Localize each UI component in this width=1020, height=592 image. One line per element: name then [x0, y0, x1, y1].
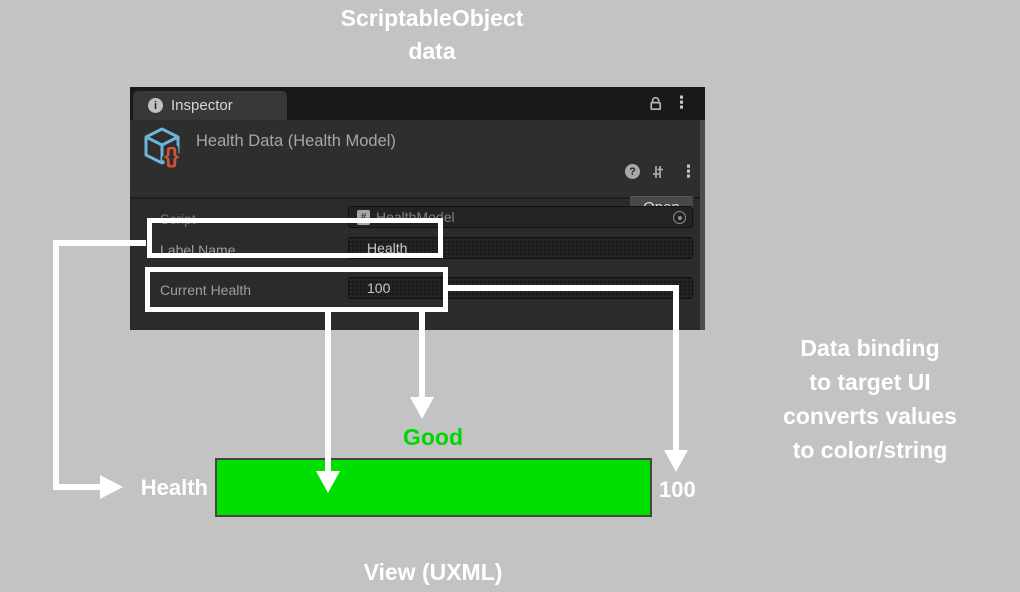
side-note-line: to target UI [809, 369, 931, 395]
kebab-menu-icon[interactable]: ⋮ [680, 162, 697, 181]
health-bar [215, 458, 652, 517]
health-name-label: Health [140, 475, 208, 500]
help-icon[interactable]: ? [625, 164, 640, 179]
side-note-line: to color/string [792, 437, 948, 463]
side-note-line: Data binding [800, 335, 940, 361]
inspector-tab-bar: i Inspector ⋮ [130, 87, 705, 120]
health-value-label: 100 [659, 477, 696, 502]
arrowhead-down-good [410, 397, 434, 419]
inspector-header: {} Health Data (Health Model) ? ⋮ Open [130, 120, 705, 220]
lock-icon[interactable] [647, 95, 664, 117]
asset-title: Health Data (Health Model) [196, 132, 396, 150]
highlight-box-label-name [147, 218, 443, 258]
top-caption: ScriptableObject data [340, 5, 524, 64]
highlight-box-current-health [145, 267, 448, 312]
info-icon: i [148, 98, 163, 113]
kebab-menu-icon[interactable]: ⋮ [673, 93, 690, 112]
inspector-tab-label: Inspector [171, 97, 233, 114]
panel-right-edge [700, 120, 705, 330]
field-label-current-health: Current Health [160, 282, 252, 298]
object-picker-icon[interactable] [673, 211, 686, 224]
health-status-label: Good [402, 424, 464, 450]
scriptable-object-icon: {} [143, 126, 191, 178]
side-note: Data binding to target UI converts value… [760, 331, 980, 467]
bottom-caption: View (UXML) [363, 559, 503, 585]
side-note-line: converts values [783, 403, 957, 429]
presets-icon[interactable] [650, 164, 666, 185]
arrowhead-down-value [664, 450, 688, 472]
inspector-tab[interactable]: i Inspector [133, 91, 287, 120]
braces-icon: {} [164, 143, 179, 168]
